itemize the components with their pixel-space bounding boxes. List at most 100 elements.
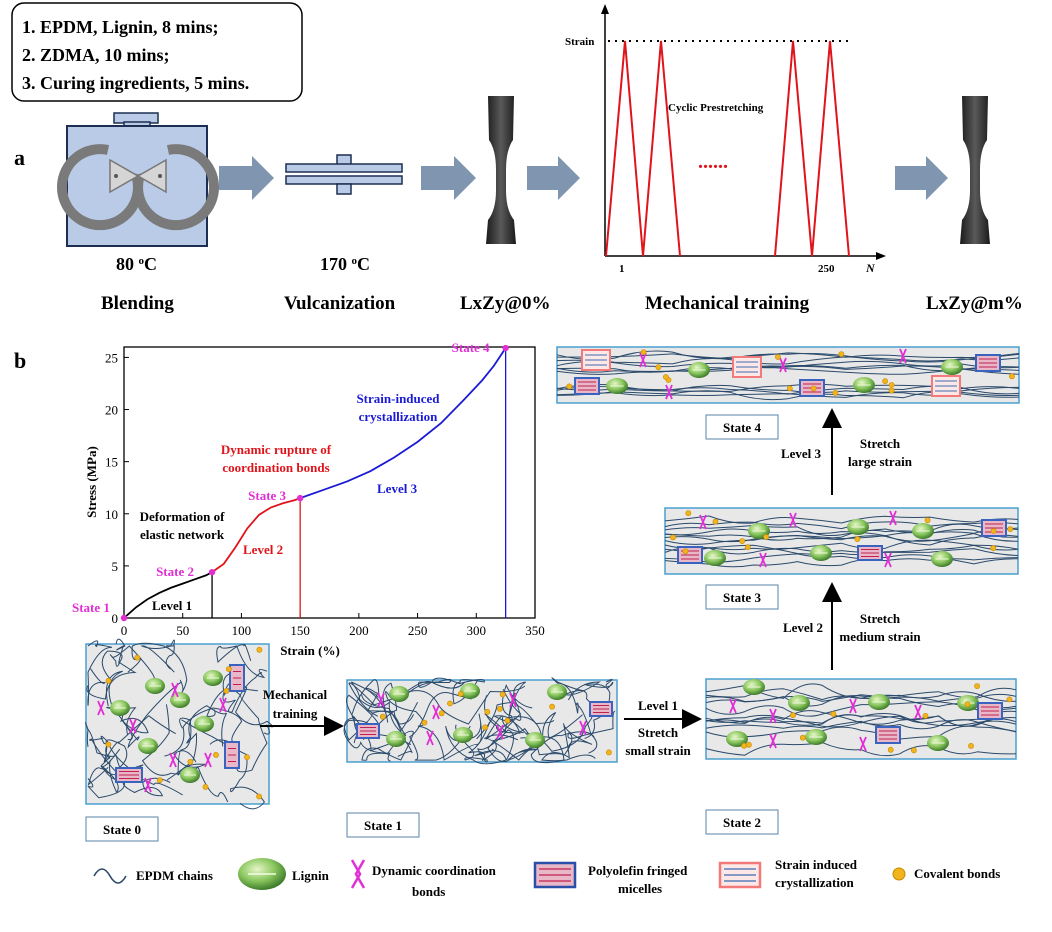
covalent-bond [482,724,488,731]
epdm-chain [87,640,113,706]
state-0-label-box [85,816,159,842]
annotation-deformation-line1: Deformation of [140,509,226,524]
dynamic-bond [204,752,212,768]
y-tick-label: 20 [105,403,118,418]
covalent-bond [854,536,861,542]
dynamic-bond [884,552,892,568]
epdm-chain [385,691,482,761]
covalent-bond [225,666,232,672]
recipe-line-2: 2. ZDMA, 10 mins; [22,45,170,65]
epdm-chain [105,670,182,749]
covalent-bond [379,713,386,720]
x-tick-label: 100 [232,623,252,638]
covalent-bond [187,758,194,765]
recipe-line-1: 1. EPDM, Lignin, 8 mins; [22,17,219,37]
legend-covalent-icon [892,867,906,881]
dynamic-bond [789,512,797,528]
covalent-bond [447,700,453,707]
epdm-chain [106,706,149,741]
state-4-label-box [705,414,779,440]
arrow-right-icon [527,156,580,200]
covalent-bond [974,683,980,689]
state-point [296,494,304,502]
schematic-state-0 [84,638,274,810]
epdm-chain [181,719,266,810]
cyclic-ellipsis: ...... [698,151,728,173]
epdm-chain [556,356,1020,365]
cyclic-x-label: N [865,261,876,275]
covalent-bond [810,385,817,392]
annotation-crystallization-line2: crystallization [359,409,438,424]
epdm-chain [705,713,1017,727]
covalent-bond [882,378,888,385]
covalent-bond [775,354,781,360]
chart-series [123,347,507,619]
x-tick-label: 0 [121,623,128,638]
covalent-bond [213,752,219,758]
covalent-bond [682,548,689,555]
epdm-chain [476,702,524,740]
chart-y-axis-label: Stress (MPa) [84,446,99,518]
mixer-icon [57,112,219,247]
state-point [120,614,128,622]
dynamic-bond [769,708,777,724]
epdm-chain [84,722,121,768]
epdm-chain [140,639,175,673]
covalent-bond [670,534,676,541]
state-point-label: State 1 [72,600,110,615]
sample-before-label: LxZy@0% [460,293,551,314]
epdm-chain [664,544,1019,556]
cyclic-y-axis-arrow [601,4,609,14]
covalent-bond [484,708,491,715]
epdm-chain [141,704,229,803]
epdm-chain [664,539,1019,551]
y-tick-label: 0 [112,611,119,626]
epdm-chain [526,681,602,752]
epdm-chain [664,532,1019,543]
dynamic-bond [509,692,517,708]
epdm-chain [364,687,419,732]
chart-frame [123,346,536,619]
covalent-bond [256,646,263,653]
cyclic-chart: Strain N Cyclic Prestretching ...... 1 2… [565,4,886,275]
covalent-bond [968,743,974,749]
schematic-state-4 [556,346,1020,404]
covalent-bond [499,691,506,698]
legend-micelle-icon [533,861,577,889]
x-tick-label: 150 [290,623,310,638]
schematic-frame [664,507,1019,575]
y-tick-label: 25 [105,350,118,365]
covalent-bond [105,677,112,684]
dynamic-bond [579,720,587,736]
epdm-chain [361,730,414,761]
covalent-bond [739,538,746,544]
dynamic-bond [639,352,647,368]
arrow-level1-label: Level 1 [638,698,678,713]
covalent-bond [438,710,445,717]
covalent-bond [640,349,647,355]
state-2-label-box [705,809,779,835]
dynamic-bond [219,697,227,713]
epdm-chain [705,710,1017,724]
covalent-bond [105,741,112,748]
dynamic-bond [432,704,440,720]
dynamic-bond [729,698,737,714]
covalent-bond [799,734,806,741]
vulcanization-label: Vulcanization [284,293,396,314]
dynamic-bond [129,718,137,734]
state-point-label: State 3 [248,488,286,503]
series-level-1 [123,571,213,619]
legend: EPDM chains Lignin Dynamic coordination … [93,857,1000,899]
dumbbell-sample-before-icon [486,96,516,244]
covalent-bond [888,387,895,394]
arrow-stretch-medium-line1: Stretch [860,611,901,626]
x-tick-label: 350 [525,623,545,638]
state-2-label: State 2 [723,815,761,830]
covalent-bond [549,703,555,710]
dynamic-bond [496,724,504,740]
covalent-bond [457,691,464,697]
